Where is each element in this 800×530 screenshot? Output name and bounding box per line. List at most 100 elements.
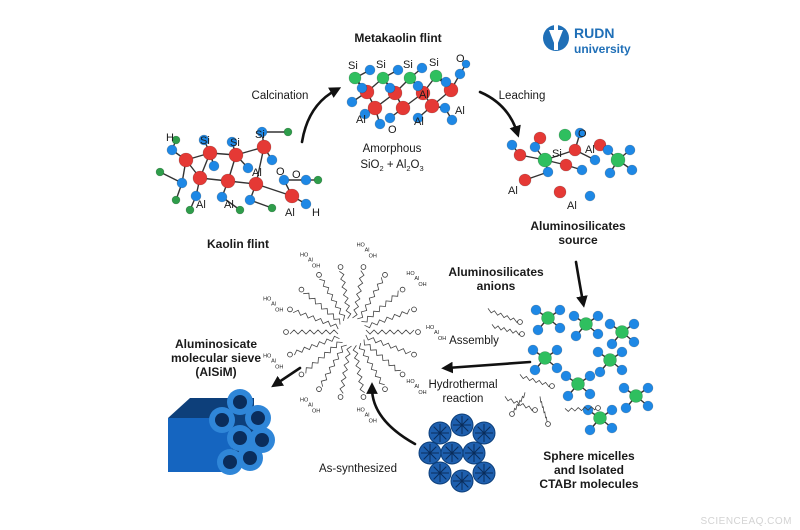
aluminium-atom <box>356 82 368 94</box>
surfactant-tail <box>292 309 339 330</box>
atom-label-al: Al <box>224 199 234 211</box>
hydrogen-atom <box>283 127 293 137</box>
atom-label-al: Al <box>414 116 424 128</box>
silicon-atom <box>579 317 593 331</box>
surfactant-tail <box>352 345 365 394</box>
atom-label-al: Al <box>196 199 206 211</box>
hydrogen-atom <box>267 203 277 213</box>
aluminium-atom <box>589 154 601 166</box>
aluminium-atom <box>176 177 188 189</box>
aluminium-atom <box>562 390 574 402</box>
aluminium-atom <box>618 382 630 394</box>
to-anions-arrow <box>574 260 588 308</box>
oh-label: OH <box>312 409 320 415</box>
al-label: Al <box>308 257 313 263</box>
ctabr-head <box>509 411 515 417</box>
sieve-title-line2: molecular sieve <box>171 351 261 365</box>
aluminium-atom <box>226 136 238 148</box>
process-arrows <box>271 87 588 446</box>
aluminium-atom <box>554 322 566 334</box>
surfactant-head <box>360 394 367 400</box>
aluminium-atom <box>256 126 268 138</box>
surfactant-head <box>415 329 421 335</box>
aluminium-atom <box>527 344 539 356</box>
micelle-rod <box>450 469 474 493</box>
source-title-line1: Aluminosilicates <box>530 219 626 233</box>
aluminium-atom <box>461 59 471 69</box>
aluminium-atom <box>584 370 596 382</box>
aluminium-atom <box>454 68 466 80</box>
surfactant-head <box>411 351 417 358</box>
silicon-atom <box>538 351 552 365</box>
kaolin-atom-labels: H Si Si Si O Al O Al Al Al H <box>166 129 320 219</box>
surfactant-tail <box>339 345 352 394</box>
ctabr-head <box>517 319 523 325</box>
kaolin-title: Kaolin flint <box>207 237 269 251</box>
ho-label: HO <box>263 354 272 360</box>
leaching-label: Leaching <box>499 90 546 102</box>
surfactant-head <box>337 264 344 270</box>
silicon-atom <box>610 152 626 168</box>
surfactant-tail <box>363 339 401 372</box>
atom-label-si: Si <box>552 148 562 160</box>
ho-label: HO <box>357 408 366 414</box>
surfactant-head <box>283 329 289 335</box>
process-labels: Calcination Leaching Assembly Hydrotherm… <box>252 90 546 475</box>
ctabr-head <box>549 383 555 389</box>
ctabr-tail <box>519 374 553 388</box>
oxygen-atom <box>568 143 582 157</box>
aluminium-atom <box>412 80 424 92</box>
aluminium-atom <box>208 160 220 172</box>
hydrogen-atom <box>171 135 181 145</box>
aluminium-atom <box>616 364 628 376</box>
surfactant-tail <box>352 270 365 319</box>
oh-label: OH <box>275 307 283 313</box>
atom-label-al: Al <box>508 185 518 197</box>
al-label: Al <box>414 384 419 390</box>
aluminium-atom <box>529 364 541 376</box>
aluminium-atom <box>374 118 386 130</box>
ctabr-tail <box>539 396 549 424</box>
aluminium-atom <box>530 304 542 316</box>
silicon-atom <box>429 69 443 83</box>
ho-label: HO <box>406 271 415 277</box>
aluminium-atom <box>346 96 358 108</box>
silicon-atom <box>571 377 585 391</box>
aluminium-atom <box>606 404 618 416</box>
aluminium-atom <box>616 346 628 358</box>
aluminium-atom <box>620 402 632 414</box>
hydrogen-atom <box>171 195 181 205</box>
al-label: Al <box>271 359 276 365</box>
as-synthesized-label: As-synthesized <box>319 463 397 475</box>
al-label: Al <box>434 330 439 336</box>
watermark: SCIENCEAQ.COM <box>700 516 792 527</box>
oxygen-atom <box>533 131 547 145</box>
anions-title-line2: anions <box>477 279 516 293</box>
aluminium-atom <box>584 424 596 436</box>
aluminium-atom <box>584 388 596 400</box>
aluminium-atom <box>392 64 404 76</box>
atom-label-si: Si <box>403 59 413 71</box>
micelle-rod <box>428 461 452 485</box>
aluminium-atom <box>551 362 563 374</box>
surfactant-tail <box>289 329 339 335</box>
logo-line1: RUDN <box>574 25 614 41</box>
aluminium-atom <box>416 62 428 74</box>
formula-sio2: SiO <box>360 159 379 171</box>
atom-label-al: Al <box>285 207 295 219</box>
micelles-title-line3: CTABr molecules <box>539 477 638 491</box>
amorphous-formula: SiO2 + Al2O3 <box>360 159 423 173</box>
atom-label-h: H <box>166 132 174 144</box>
oxygen-atom <box>513 148 527 162</box>
aluminium-atom <box>439 102 451 114</box>
atom-label-al: Al <box>567 200 577 212</box>
oxygen-atom <box>395 100 411 116</box>
aluminium-atom <box>642 400 654 412</box>
surfactant-tail <box>364 308 410 329</box>
oxygen-atom <box>192 170 208 186</box>
oxygen-atom <box>559 158 573 172</box>
leaching-arrow <box>478 90 521 138</box>
